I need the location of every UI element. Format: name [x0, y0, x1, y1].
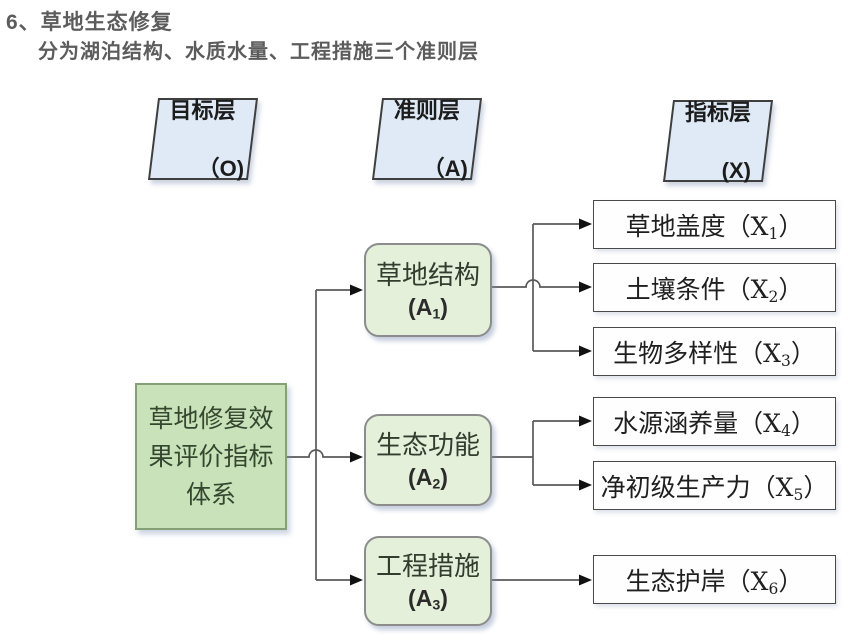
criteria-box-a1: 草地结构 (A1) [364, 243, 492, 337]
indicator-box-x1: 草地盖度（X1） [593, 200, 836, 249]
page-title: 6、草地生态修复 [6, 11, 173, 34]
arrowhead-x4 [579, 415, 592, 427]
indicator-box-x5: 净初级生产力（X5） [593, 461, 836, 510]
indicator-x3-label: 生物多样性（X3） [613, 338, 816, 370]
header-indicator-line2: (X) [721, 157, 751, 183]
arrowhead-x2 [579, 281, 592, 293]
goal-line2: 果评价指标 [148, 441, 274, 471]
criteria-a1-code: (A1) [408, 294, 448, 323]
criteria-a2-name: 生态功能 [375, 431, 480, 461]
criteria-a2-code: (A2) [408, 464, 448, 493]
page-subtitle: 分为湖泊结构、水质水量、工程措施三个准则层 [38, 41, 479, 63]
arrowhead-a2 [350, 451, 363, 463]
indicator-x6-label: 生态护岸（X6） [625, 566, 804, 598]
goal-line3: 体系 [185, 479, 236, 509]
indicator-box-x3: 生物多样性（X3） [593, 327, 836, 376]
criteria-a3-name: 工程措施 [375, 552, 480, 582]
connector-goal-to-a2 [287, 449, 351, 458]
header-goal-line1: 目标层 [169, 97, 236, 123]
connector-a1-to-x2 [492, 279, 580, 288]
criteria-a3-code: (A3) [408, 585, 448, 614]
header-criteria-layer: 准则层 （A) [371, 97, 483, 181]
header-indicator-line1: 指标层 [684, 99, 751, 125]
goal-line1: 草地修复效 [148, 403, 274, 433]
arrowhead-x1 [579, 218, 592, 230]
indicator-x5-label: 净初级生产力（X5） [600, 472, 829, 504]
criteria-box-a2: 生态功能 (A2) [364, 414, 492, 506]
indicator-box-x6: 生态护岸（X6） [593, 555, 836, 604]
header-criteria-line2: （A) [422, 155, 468, 181]
header-criteria-line1: 准则层 [393, 97, 460, 123]
indicator-x1-label: 草地盖度（X1） [625, 211, 804, 243]
indicator-x4-label: 水源涵养量（X4） [613, 408, 816, 440]
header-indicator-layer: 指标层 (X) [662, 99, 774, 183]
criteria-box-a3: 工程措施 (A3) [364, 536, 492, 626]
indicator-x2-label: 土壤条件（X2） [625, 274, 804, 306]
header-goal-line2: （O) [198, 155, 245, 181]
arrowhead-a3 [350, 574, 363, 586]
criteria-a1-name: 草地结构 [375, 261, 480, 291]
indicator-box-x2: 土壤条件（X2） [593, 263, 836, 312]
arrowhead-a1 [350, 284, 363, 296]
goal-box: 草地修复效 果评价指标 体系 [135, 383, 287, 530]
arrowhead-x6 [579, 574, 592, 586]
indicator-box-x4: 水源涵养量（X4） [593, 397, 836, 446]
arrowhead-x5 [579, 479, 592, 491]
arrowhead-x3 [579, 345, 592, 357]
header-goal-layer: 目标层 （O) [147, 97, 259, 181]
